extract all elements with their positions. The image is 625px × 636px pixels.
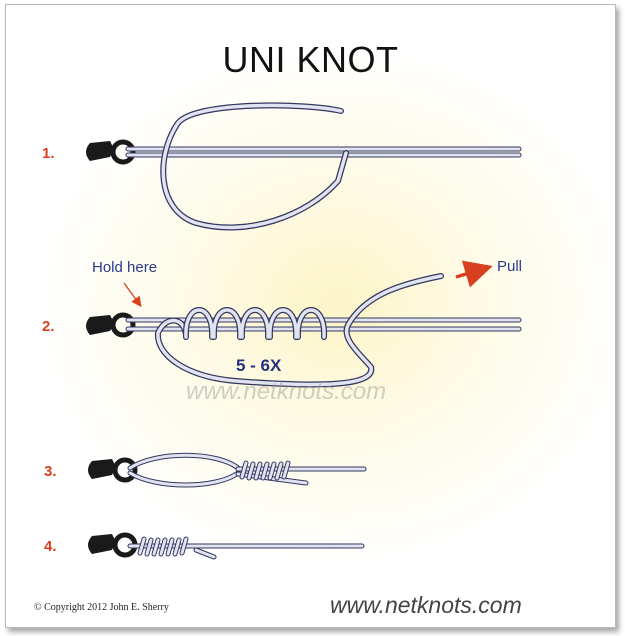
line-step-1 xyxy=(125,102,522,231)
knot-illustration xyxy=(86,102,522,560)
hook-eye-icon xyxy=(86,139,136,165)
hook-eye-icon xyxy=(88,532,138,558)
step-number-1: 1. xyxy=(42,145,55,162)
step-3-illustration xyxy=(88,452,367,488)
hook-eye-icon xyxy=(86,312,136,338)
hold-here-label: Hold here xyxy=(92,259,158,276)
step-2-illustration xyxy=(86,260,522,388)
diagram-frame: UNI KNOT xyxy=(5,4,616,628)
step-number-3: 3. xyxy=(44,463,57,480)
knot-coils-step-3 xyxy=(239,460,291,481)
diagram-title: UNI KNOT xyxy=(222,39,399,80)
hook-eye-icon xyxy=(88,457,138,483)
line-step-3 xyxy=(127,452,367,488)
wrap-coils xyxy=(182,307,328,340)
step-number-4: 4. xyxy=(44,538,57,555)
pull-label: Pull xyxy=(497,258,523,275)
knot-coils-step-4 xyxy=(137,536,189,557)
step-4-illustration xyxy=(88,532,365,560)
hold-here-arrow xyxy=(123,282,142,308)
site-url: www.netknots.com xyxy=(330,592,522,618)
watermark-text: www.netknots.com xyxy=(186,378,387,405)
line-step-2 xyxy=(125,273,522,388)
step-number-2: 2. xyxy=(42,318,55,335)
copyright-notice: © Copyright 2012 John E. Sherry xyxy=(34,602,169,613)
pull-arrow xyxy=(455,260,493,288)
step-1-illustration xyxy=(86,102,522,231)
wrap-count-label: 5 - 6X xyxy=(236,356,282,375)
line-step-4 xyxy=(127,536,365,560)
